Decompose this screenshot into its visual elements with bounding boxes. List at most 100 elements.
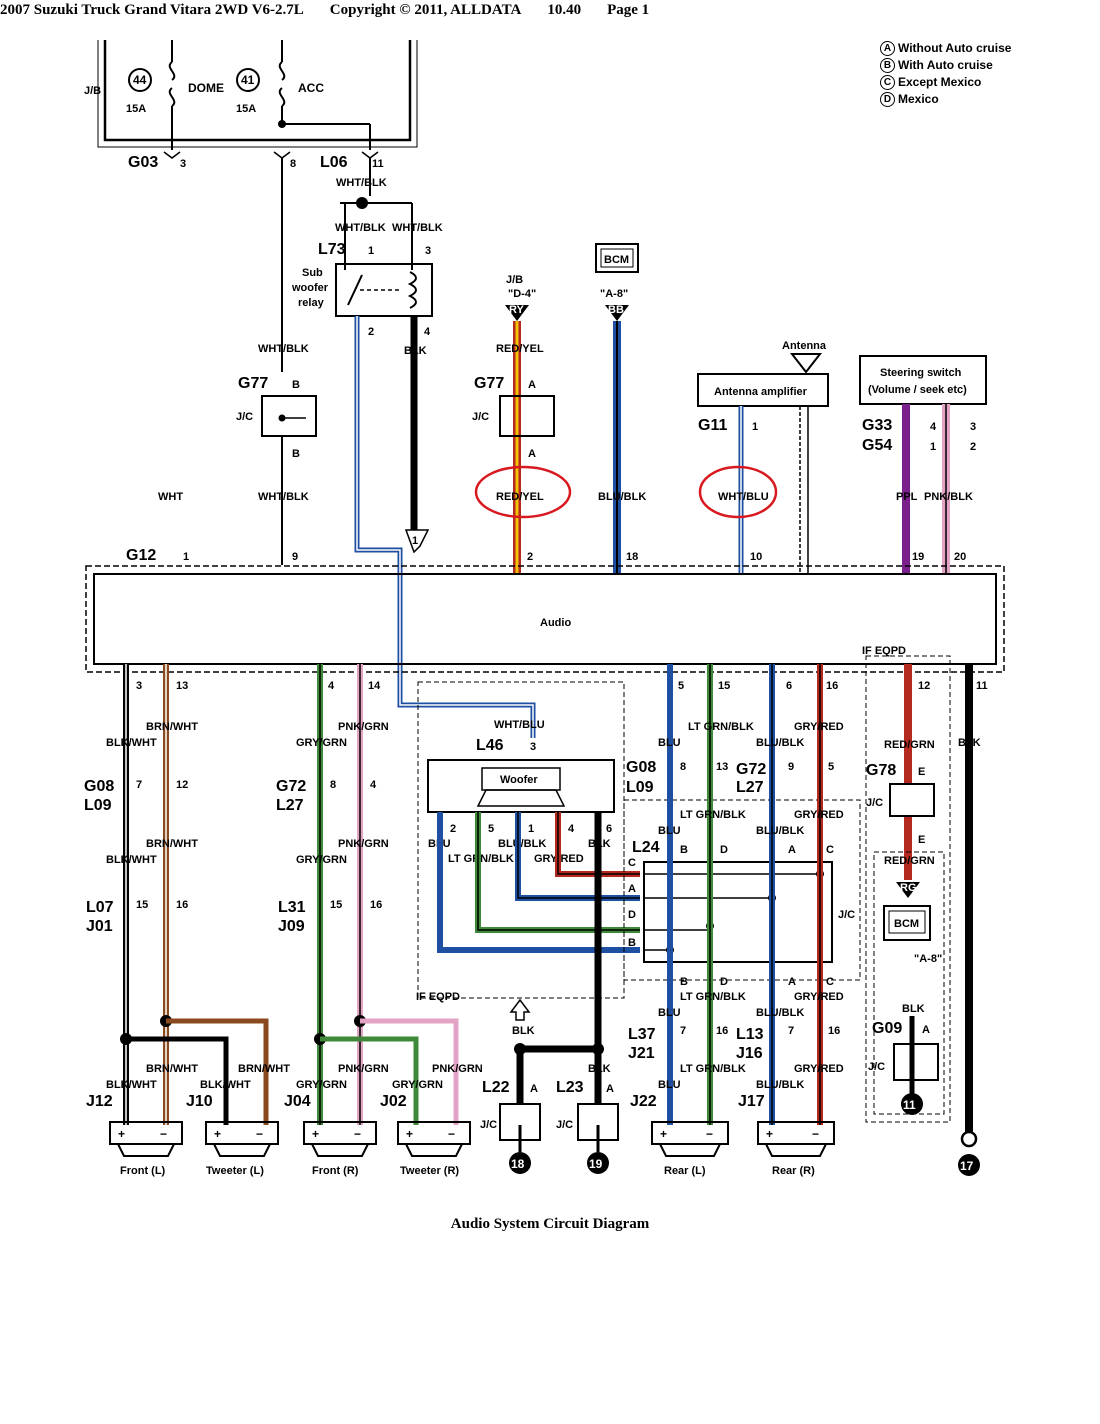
speaker-name: Tweeter (R) (400, 1165, 459, 1177)
legend-text: Without Auto cruise (898, 41, 1012, 55)
relay-label: Sub (302, 267, 323, 279)
wire-color: WHT/BLK (258, 343, 309, 355)
connector-l09: L09 (84, 797, 112, 814)
jc-pin: A (530, 1083, 538, 1095)
diagram-caption: Audio System Circuit Diagram (450, 1216, 650, 1232)
speaker-front-right: J04 +− Front (R) (284, 1093, 377, 1177)
wire-color: RED/GRN (884, 739, 935, 751)
connector-l27: L27 (276, 797, 304, 814)
ground-symbols: 18 19 11 17 (509, 1093, 980, 1176)
pin-B: B (628, 937, 636, 949)
connector-g78: G78 (866, 762, 896, 779)
plus-sign: + (766, 1127, 773, 1141)
connector-pin: 8 (290, 158, 296, 170)
connector-pin: 11 (372, 158, 384, 170)
fuse-amp: 15A (236, 103, 256, 115)
wire-color: PPL (896, 491, 918, 503)
pin-C: C (826, 844, 834, 856)
speaker-front-left: J12 +− Front (L) (86, 1093, 183, 1177)
wire-color: BLK (512, 1025, 535, 1037)
jc-id: G77 (474, 375, 504, 392)
audio-pin: 18 (626, 551, 638, 563)
wire-color: LT GRN/BLK (680, 991, 746, 1003)
jc-pin: A (528, 379, 536, 391)
wire-color: BLU (658, 1079, 681, 1091)
connector-j09: J09 (278, 918, 305, 935)
pin-B: B (680, 976, 688, 988)
relay-label: woofer (291, 282, 329, 294)
wire-color: BLK/WHT (106, 854, 157, 866)
minus-sign: − (256, 1127, 263, 1141)
audio-unit: Audio G12 (85, 547, 1005, 673)
connector-l37: L37 (628, 1026, 656, 1043)
speaker-name: Rear (L) (664, 1165, 706, 1177)
jc-label: J/C (556, 1119, 573, 1131)
ground-number: 18 (511, 1157, 525, 1171)
plus-sign: + (214, 1127, 221, 1141)
audio-pin: 10 (750, 551, 762, 563)
connector-g33: G33 (862, 417, 892, 434)
connector-pin: 1 (752, 421, 758, 433)
wire-color: PNK/GRN (432, 1063, 483, 1075)
header-page: Page 1 (607, 2, 650, 18)
audio-pin: 4 (328, 680, 335, 692)
connector-l23: L23 (556, 1079, 584, 1096)
dome-fuse: 44 DOME 15A (126, 40, 224, 150)
connector-pin: 3 (970, 421, 976, 433)
pin-16: 16 (716, 1025, 728, 1037)
wire-color: BLU (658, 737, 681, 749)
pin-12: 12 (176, 779, 188, 791)
audio-pin: 16 (826, 680, 838, 692)
wire-color: BLK/WHT (106, 1079, 157, 1091)
wire-color: RED/GRN (884, 855, 935, 867)
wire-color: BRN/WHT (146, 1063, 198, 1075)
wire-color: WHT/BLK (336, 177, 387, 189)
woofer-connector: L46 (476, 737, 504, 754)
audio-pin: 1 (183, 551, 189, 563)
ground-number: 11 (903, 1098, 916, 1112)
jb-ref: J/B (506, 274, 523, 286)
wire-color: PNK/BLK (924, 491, 973, 503)
connector-l31: L31 (278, 899, 306, 916)
pin-D: D (720, 844, 728, 856)
pin-D: D (628, 909, 636, 921)
bcm-label: BCM (894, 918, 919, 930)
audio-pin: 11 (976, 680, 988, 692)
wire-color: BLK/WHT (106, 737, 157, 749)
connector-g08: G08 (626, 759, 656, 776)
speaker-name: Tweeter (L) (206, 1165, 264, 1177)
jc-label: J/C (866, 797, 883, 809)
jc-label: J/C (472, 411, 489, 423)
connector-g08: G08 (84, 778, 114, 795)
wire-color: GRY/RED (794, 809, 844, 821)
connector-pin: 2 (970, 441, 976, 453)
audio-pin: 9 (292, 551, 298, 563)
audio-pin: 3 (136, 680, 142, 692)
audio-pin: 13 (176, 680, 188, 692)
junction-block (97, 40, 418, 148)
woofer-pin: 5 (488, 823, 494, 835)
connector-j21: J21 (628, 1045, 655, 1062)
wire-color: WHT/BLK (392, 222, 443, 234)
woofer-pin: 3 (530, 741, 536, 753)
wire-color: BRN/WHT (146, 721, 198, 733)
jc-label: J/C (868, 1061, 885, 1073)
wire-color: BLU/BLK (756, 1079, 804, 1091)
ground-number: 17 (960, 1159, 974, 1173)
speaker-tweeter-right: J02 +− Tweeter (R) (380, 1093, 471, 1177)
wire-color: PNK/GRN (338, 721, 389, 733)
jb-label: J/B (84, 85, 101, 97)
pin-8: 8 (680, 761, 686, 773)
pin-16: 16 (176, 899, 188, 911)
minus-sign: − (354, 1127, 361, 1141)
wire-color: GRY/RED (794, 721, 844, 733)
speaker-connector: J02 (380, 1093, 407, 1110)
jc-label: J/C (236, 411, 253, 423)
connector-pin: 1 (930, 441, 936, 453)
jc-id: G77 (238, 375, 268, 392)
audio-pin: 20 (954, 551, 966, 563)
if-eqpd-label: IF EQPD (862, 645, 906, 657)
